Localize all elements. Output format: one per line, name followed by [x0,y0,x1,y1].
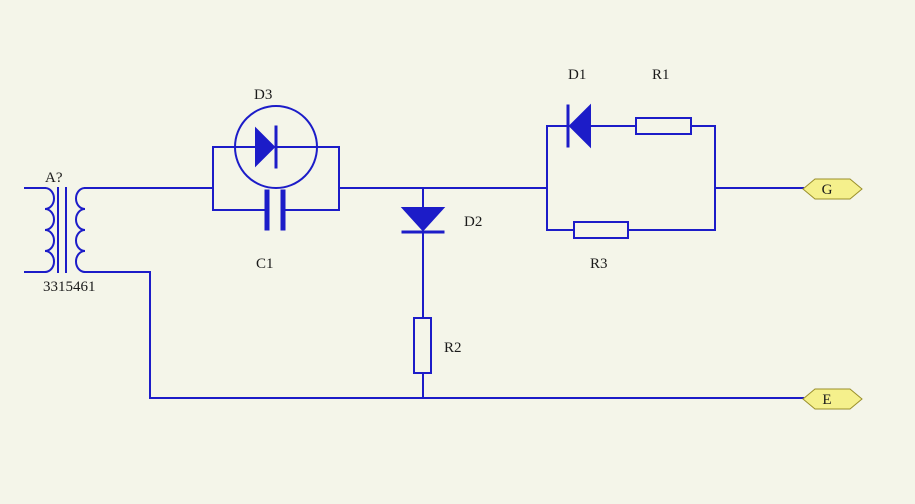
port-g-label: G [822,182,833,198]
r3-body [573,221,629,239]
d3-circle [234,105,318,189]
d3-c1-parallel-block[interactable] [212,105,340,231]
d1-designator: D1 [568,67,586,83]
r1-designator: R1 [652,67,670,83]
secondary-winding [75,186,87,274]
transformer-symbol[interactable] [24,186,87,274]
port-g-shape [802,178,863,200]
port-e-shape [802,388,863,410]
port-e-label: E [822,392,831,408]
wire-ground-rail[interactable] [84,271,804,399]
d3-diode-triangle [255,126,276,168]
d1-r1-r3-network[interactable] [546,103,716,239]
port-e[interactable]: E [802,388,863,410]
r3-designator: R3 [590,256,608,272]
primary-winding [43,186,55,274]
port-g[interactable]: G [802,178,863,200]
r2-body [413,317,432,374]
r2-designator: R2 [444,340,462,356]
d2-designator: D2 [464,214,482,230]
r1-body [635,117,692,135]
d2-diode-triangle [400,207,446,232]
d1-diode-triangle [568,103,591,149]
transformer-designator: A? [45,170,63,186]
d2-r2-branch[interactable] [400,187,446,399]
transformer-value: 3315461 [43,279,96,295]
c1-designator: C1 [256,256,274,272]
d3-designator: D3 [254,87,272,103]
